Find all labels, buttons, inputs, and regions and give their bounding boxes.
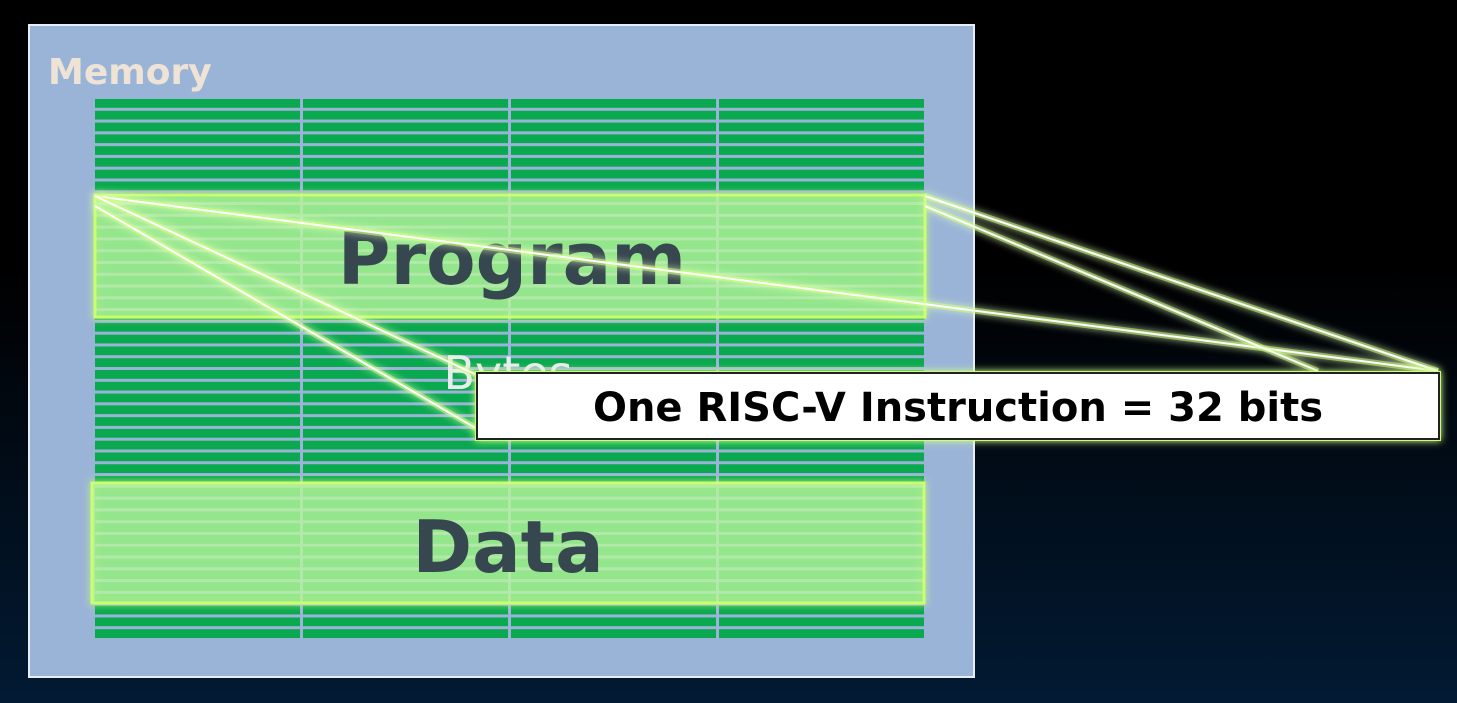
byte-cell	[95, 452, 300, 462]
byte-cell	[511, 146, 716, 155]
byte-cell	[303, 99, 508, 108]
byte-cell	[719, 169, 924, 179]
byte-cell	[511, 358, 716, 367]
byte-cell	[95, 464, 300, 474]
memory-label: Memory	[48, 52, 212, 93]
byte-cell	[95, 157, 300, 167]
byte-cell	[719, 110, 924, 120]
byte-cell	[719, 146, 924, 155]
byte-cell	[303, 358, 508, 367]
byte-cell	[719, 157, 924, 167]
byte-cell	[511, 440, 716, 450]
byte-cell	[95, 169, 300, 179]
byte-cell	[95, 346, 300, 356]
byte-cell	[303, 181, 508, 191]
byte-cell	[95, 605, 300, 615]
byte-cell	[719, 358, 924, 367]
byte-cell	[95, 322, 300, 332]
byte-cell	[95, 393, 300, 403]
byte-cell	[511, 134, 716, 144]
byte-cell	[95, 181, 300, 191]
byte-cell	[303, 393, 508, 403]
byte-cell	[95, 405, 300, 415]
byte-cell	[719, 617, 924, 627]
byte-cell	[719, 452, 924, 462]
byte-cell	[303, 169, 508, 179]
byte-cell	[719, 440, 924, 450]
byte-cell	[719, 99, 924, 108]
byte-cell	[95, 99, 300, 108]
byte-cell	[95, 334, 300, 344]
byte-cell	[511, 334, 716, 344]
byte-cell	[95, 370, 300, 379]
byte-cell	[303, 417, 508, 426]
byte-cell	[511, 322, 716, 332]
byte-cell	[303, 452, 508, 462]
byte-cell	[303, 370, 508, 379]
byte-cell	[95, 110, 300, 120]
byte-cell	[303, 464, 508, 474]
byte-cell	[95, 629, 300, 638]
byte-cell	[303, 617, 508, 627]
data-label: Data	[412, 505, 603, 589]
byte-cell	[95, 428, 300, 438]
byte-cell	[511, 476, 716, 485]
byte-cell	[303, 322, 508, 332]
byte-cell	[719, 122, 924, 132]
byte-cell	[511, 181, 716, 191]
byte-cell	[511, 605, 716, 615]
callout-connectors	[93, 193, 1439, 433]
byte-cell	[511, 157, 716, 167]
byte-cell	[511, 99, 716, 108]
byte-cell	[303, 629, 508, 638]
byte-cell	[95, 381, 300, 391]
data-region	[90, 481, 926, 605]
byte-cell	[511, 169, 716, 179]
byte-cell	[719, 334, 924, 344]
byte-cell	[719, 134, 924, 144]
byte-cell	[303, 110, 508, 120]
program-label: Program	[338, 217, 686, 301]
byte-cell	[511, 122, 716, 132]
byte-cell	[719, 322, 924, 332]
byte-cell	[719, 181, 924, 191]
byte-cell	[303, 122, 508, 132]
byte-cell	[511, 452, 716, 462]
byte-cell	[95, 440, 300, 450]
byte-cell	[303, 157, 508, 167]
byte-cell	[95, 134, 300, 144]
byte-cell	[511, 464, 716, 474]
byte-cell	[303, 346, 508, 356]
byte-cell	[303, 146, 508, 155]
byte-cell	[719, 476, 924, 485]
byte-cell	[303, 440, 508, 450]
byte-cell	[95, 617, 300, 627]
instruction-callout-text: One RISC-V Instruction = 32 bits	[593, 385, 1323, 431]
byte-cell	[303, 134, 508, 144]
byte-cell	[303, 428, 508, 438]
byte-cell	[95, 417, 300, 426]
byte-cell	[303, 605, 508, 615]
byte-cell	[95, 476, 300, 485]
byte-cell	[719, 464, 924, 474]
byte-cell	[511, 110, 716, 120]
byte-cell	[719, 629, 924, 638]
byte-cell	[511, 617, 716, 627]
byte-cell	[719, 605, 924, 615]
byte-cell	[95, 358, 300, 367]
byte-cell	[719, 346, 924, 356]
byte-cell	[303, 405, 508, 415]
byte-cell	[303, 476, 508, 485]
byte-cell	[511, 346, 716, 356]
byte-cell	[95, 146, 300, 155]
byte-cell	[95, 122, 300, 132]
byte-cell	[511, 629, 716, 638]
